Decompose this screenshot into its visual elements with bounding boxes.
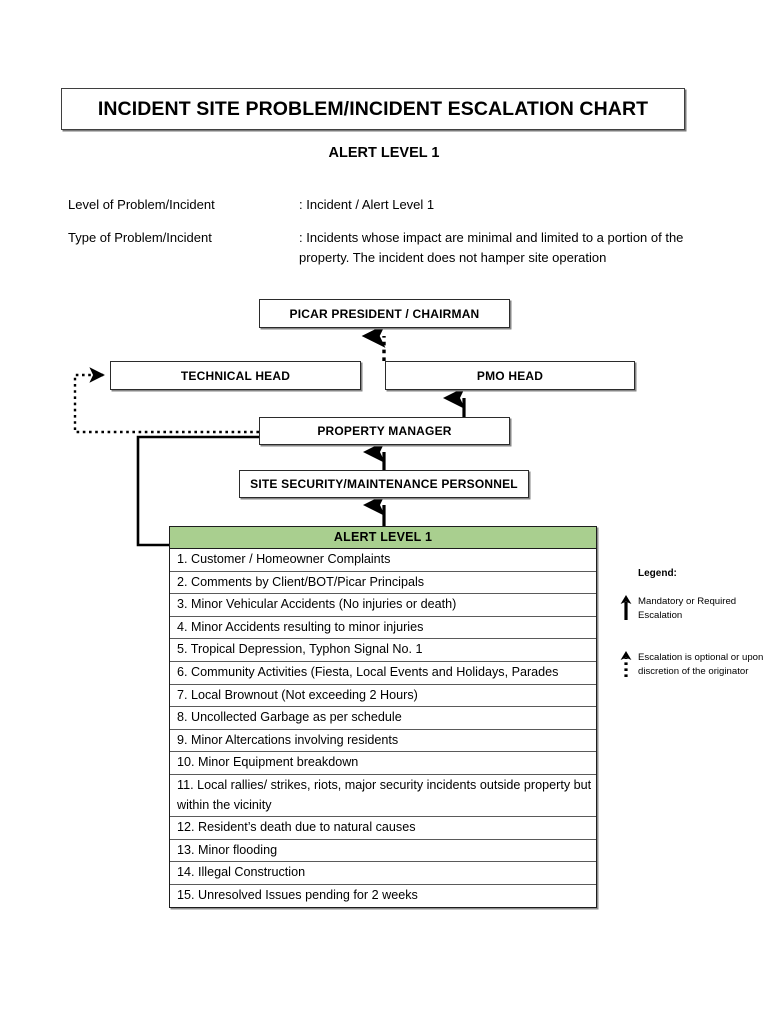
chart-title-box: INCIDENT SITE PROBLEM/INCIDENT ESCALATIO… [61, 88, 685, 130]
alert-item: 6. Community Activities (Fiesta, Local E… [170, 662, 596, 685]
meta-value-type: : Incidents whose impact are minimal and… [299, 230, 684, 265]
org-node-site-security[interactable]: SITE SECURITY/MAINTENANCE PERSONNEL [239, 470, 529, 498]
org-node-technical-head[interactable]: TECHNICAL HEAD [110, 361, 361, 390]
alert-item: 13. Minor flooding [170, 840, 596, 863]
org-node-pmo-head[interactable]: PMO HEAD [385, 361, 635, 390]
org-node-label: PROPERTY MANAGER [317, 424, 452, 438]
legend: Legend: Mandatory or Required Escalation… [620, 568, 768, 707]
solid-up-arrow-icon [620, 595, 632, 620]
alert-item: 5. Tropical Depression, Typhon Signal No… [170, 639, 596, 662]
alert-item: 8. Uncollected Garbage as per schedule [170, 707, 596, 730]
legend-label: Escalation is optional or upon discretio… [638, 652, 764, 677]
page-title: INCIDENT SITE PROBLEM/INCIDENT ESCALATIO… [97, 97, 649, 120]
meta-value-level: : Incident / Alert Level 1 [299, 197, 435, 212]
org-node-label: TECHNICAL HEAD [180, 368, 291, 383]
org-node-label: PICAR PRESIDENT / CHAIRMAN [289, 306, 480, 321]
legend-row-mandatory: Mandatory or Required Escalation [620, 595, 768, 622]
meta-label-level: Level of Problem/Incident [68, 197, 215, 212]
alert-level-table: ALERT LEVEL 1 1. Customer / Homeowner Co… [169, 526, 597, 908]
alert-item: 14. Illegal Construction [170, 862, 596, 885]
alert-item: 2. Comments by Client/BOT/Picar Principa… [170, 572, 596, 595]
legend-label: Mandatory or Required Escalation [638, 596, 737, 621]
alert-item: 12. Resident’s death due to natural caus… [170, 817, 596, 840]
alert-item: 11. Local rallies/ strikes, riots, major… [170, 775, 596, 818]
alert-item: 4. Minor Accidents resulting to minor in… [170, 617, 596, 640]
org-node-property-manager[interactable]: PROPERTY MANAGER [259, 417, 510, 445]
org-node-label: SITE SECURITY/MAINTENANCE PERSONNEL [250, 477, 518, 491]
alert-item: 15. Unresolved Issues pending for 2 week… [177, 887, 418, 902]
alert-item: 3. Minor Vehicular Accidents (No injurie… [170, 594, 596, 617]
org-node-label: PMO HEAD [476, 368, 544, 383]
dotted-up-arrow-icon [620, 651, 632, 677]
org-node-picar-president[interactable]: PICAR PRESIDENT / CHAIRMAN [259, 299, 510, 328]
alert-item: 10. Minor Equipment breakdown [170, 752, 596, 775]
chart-subtitle: ALERT LEVEL 1 [328, 145, 440, 161]
legend-row-optional: Escalation is optional or upon discretio… [620, 651, 768, 678]
meta-label-type: Type of Problem/Incident [68, 230, 212, 245]
alert-table-header: ALERT LEVEL 1 [170, 527, 596, 549]
legend-title: Legend: [638, 568, 677, 579]
alert-item: 1. Customer / Homeowner Complaints [170, 549, 596, 572]
alert-item: 7. Local Brownout (Not exceeding 2 Hours… [170, 685, 596, 708]
alert-item: 9. Minor Altercations involving resident… [170, 730, 596, 753]
